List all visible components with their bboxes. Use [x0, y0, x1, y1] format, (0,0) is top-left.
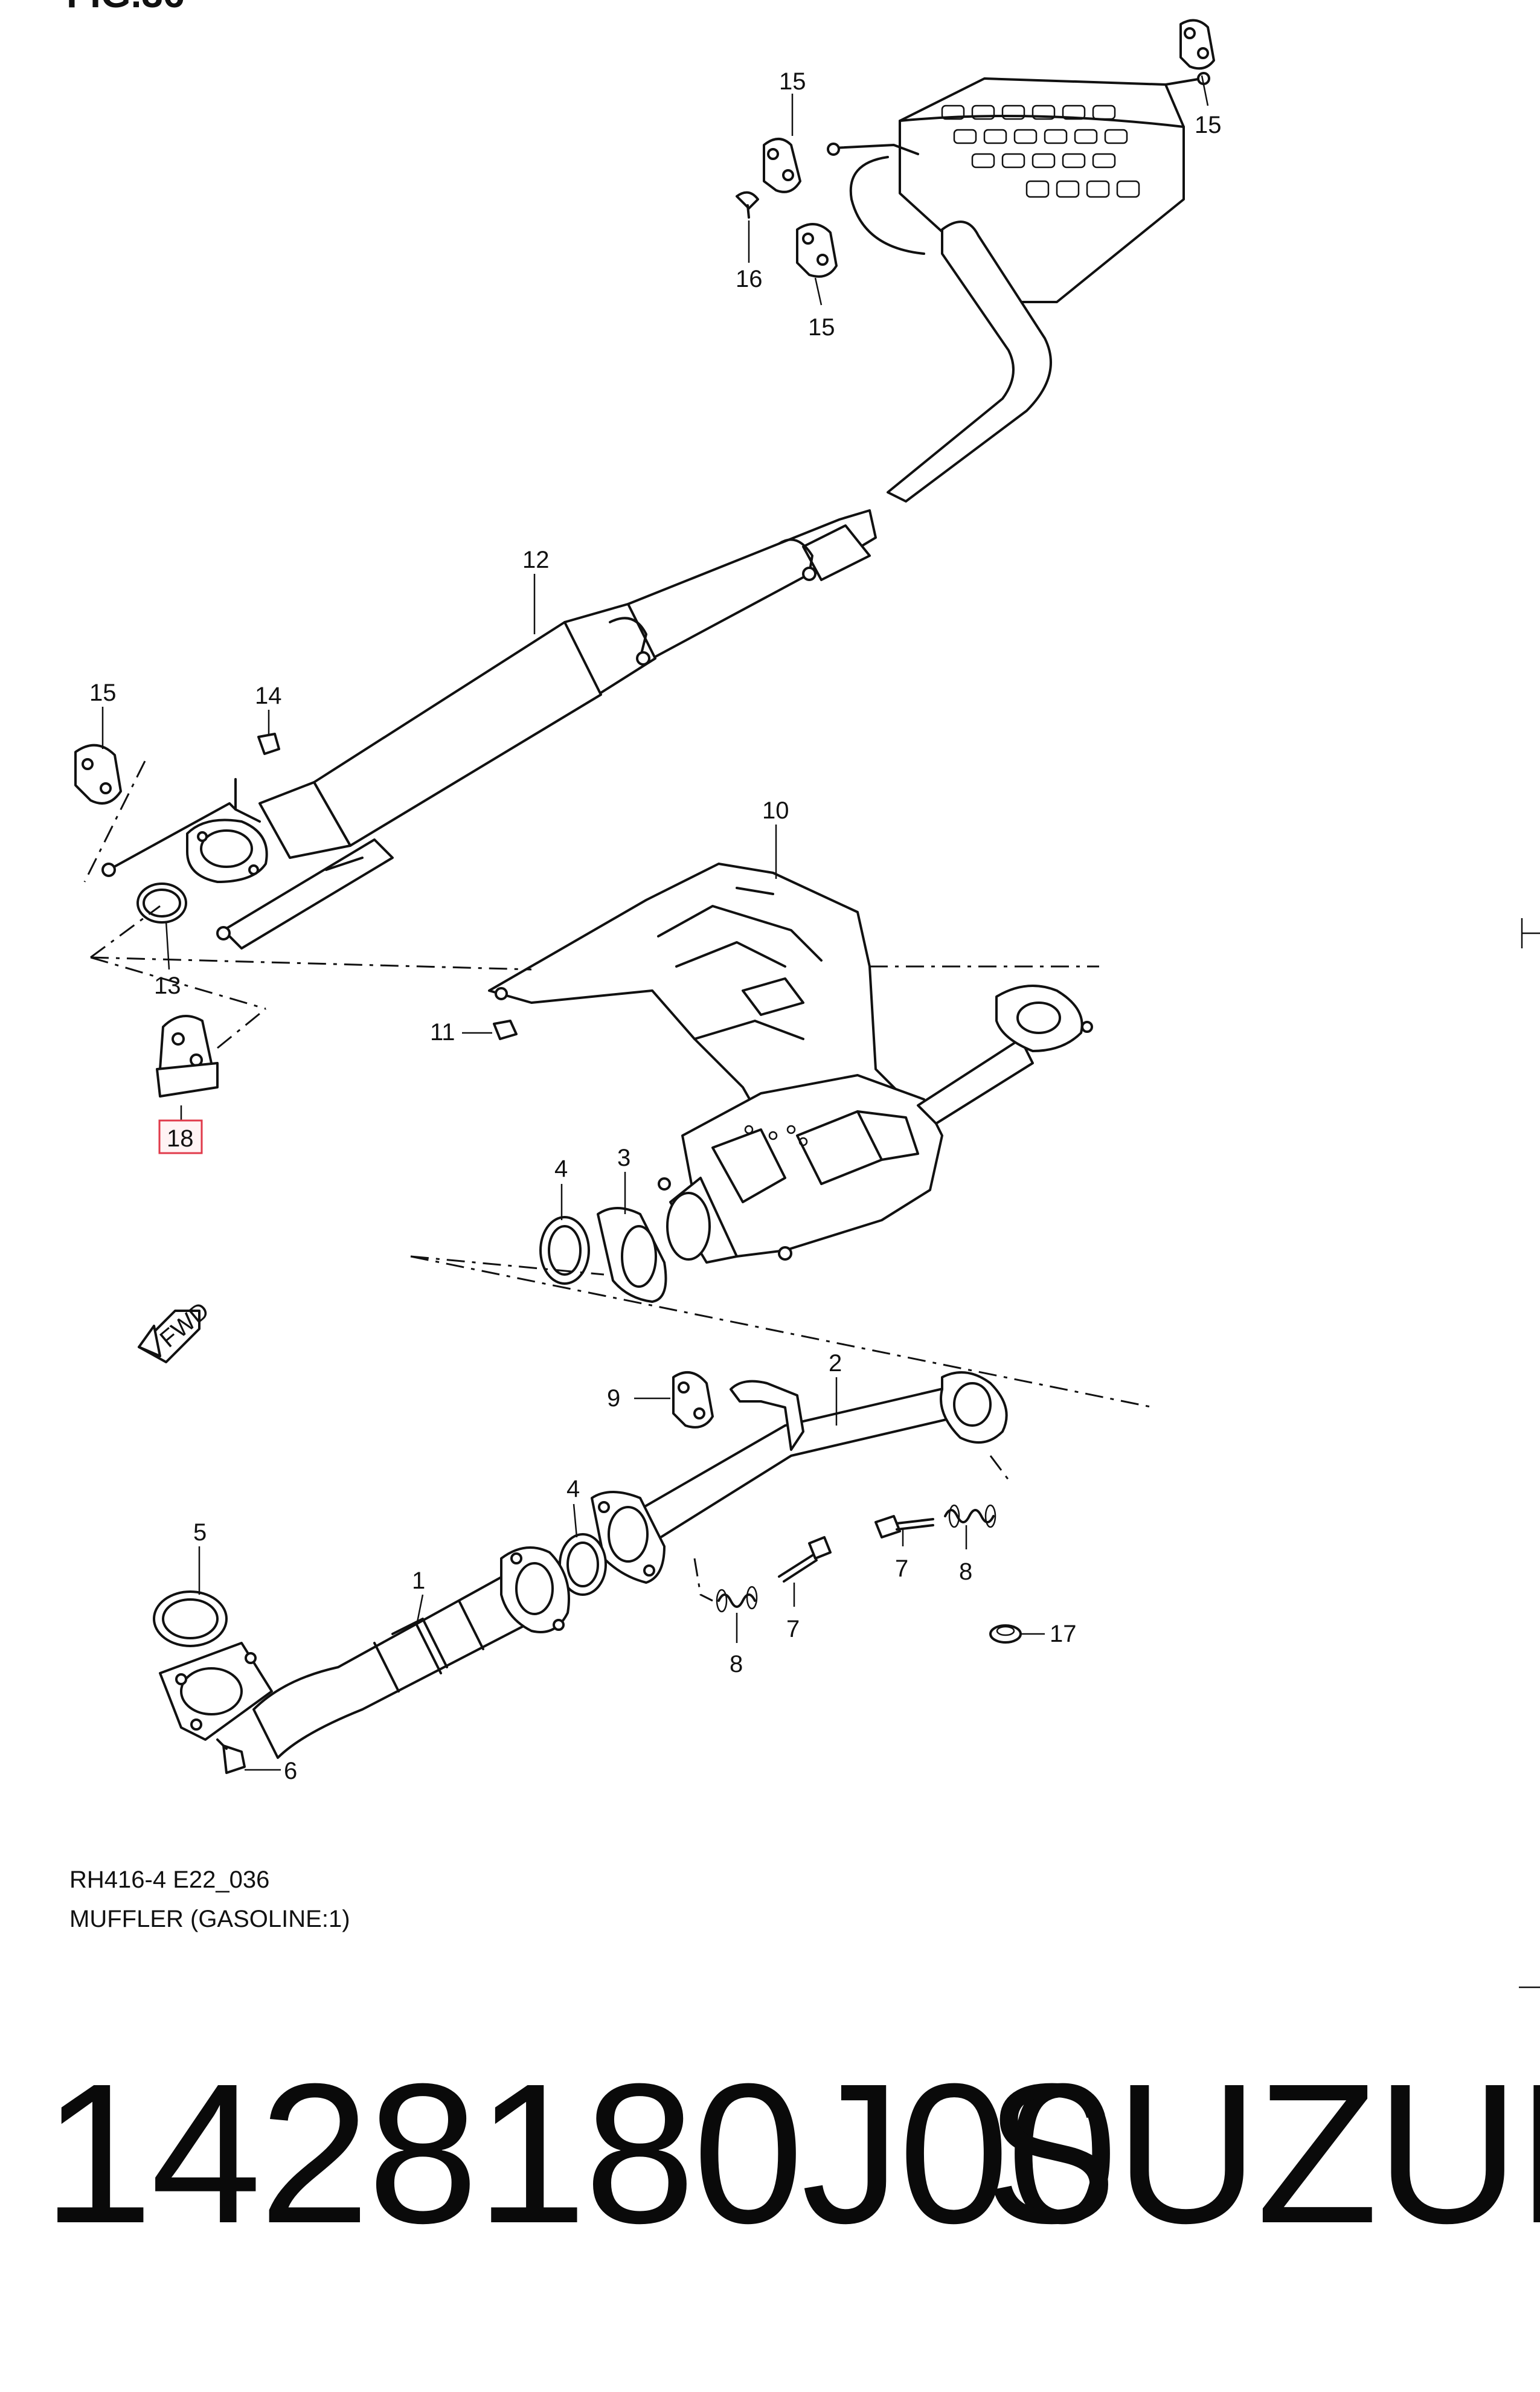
flange-2 [591, 1491, 666, 1584]
gasket-13 [90, 883, 266, 1010]
figure-title: FIG.36 [66, 0, 185, 16]
nut-14 [257, 733, 280, 755]
callout-labels: 15 15 16 15 12 15 14 10 13 11 18 4 3 9 2… [89, 68, 1222, 1784]
mount-bracket-18 [156, 1008, 266, 1098]
callout-label: 7 [786, 1616, 800, 1642]
callout-label: 12 [522, 547, 550, 573]
rubber-mount-15-top-right [1179, 19, 1215, 70]
callout-label: 13 [154, 973, 181, 999]
callout-label: 16 [736, 266, 763, 292]
callout-label: 4 [566, 1476, 580, 1502]
callout-label: 15 [89, 680, 117, 706]
callout-label: 3 [617, 1145, 630, 1171]
rubber-mount-15-top-center [763, 138, 801, 193]
rubber-mount-9 [672, 1371, 714, 1429]
callout-label: 8 [730, 1651, 743, 1677]
callout-label: 4 [554, 1156, 568, 1182]
brand-name: SUZUKI [984, 2042, 1540, 2265]
callout-label: 15 [1195, 112, 1222, 138]
callout-label: 2 [829, 1350, 842, 1377]
bolt-7-right [874, 1515, 934, 1538]
rear-muffler [827, 72, 1210, 503]
callout-label: 1 [412, 1567, 425, 1594]
callout-label: 14 [255, 683, 282, 709]
gasket-4-upper [539, 1216, 590, 1285]
callout-label: 9 [607, 1385, 620, 1412]
callout-label: 18 [167, 1125, 194, 1152]
diagram-drawing: FIG.36 [66, 0, 1540, 1989]
front-pipe-1 [159, 1546, 570, 1759]
gasket-5 [153, 1590, 228, 1647]
diagram-code: RH416-4 E22_036 [69, 1866, 269, 1893]
callout-label: 15 [808, 314, 835, 341]
callout-label: 8 [959, 1558, 972, 1585]
exploded-parts-diagram: FIG.36 [66, 0, 1540, 1989]
catalytic-converter-3 [658, 985, 1093, 1264]
spring-8-right [944, 1504, 996, 1528]
spring-8-left [716, 1586, 758, 1613]
highlight-box [158, 1119, 203, 1154]
gasket-4-lower [559, 1533, 607, 1596]
cap-17 [989, 1624, 1022, 1644]
part-number: 1428180J00 [42, 2042, 1118, 2265]
nut-11 [493, 1020, 518, 1040]
bolt-6 [216, 1738, 246, 1774]
callout-leaders [101, 75, 1209, 1771]
callout-label: 7 [895, 1555, 908, 1582]
callout-label: 15 [779, 68, 806, 95]
diagram-name: MUFFLER (GASOLINE:1) [69, 1906, 350, 1932]
callout-label: 10 [762, 797, 789, 824]
highlighted-callout-18[interactable]: 18 [158, 1119, 203, 1154]
forward-arrow-icon: FWD [138, 1297, 214, 1363]
flange-3 [597, 1207, 667, 1303]
center-pipe-12 [101, 509, 877, 950]
callout-label: 6 [284, 1758, 297, 1784]
callout-label: 5 [193, 1519, 207, 1546]
muffler-dimples [941, 104, 1140, 198]
rubber-mount-15-mid [796, 223, 838, 278]
callout-label: 17 [1050, 1621, 1077, 1647]
middle-pipe-2 [627, 1371, 1010, 1548]
rubber-mount-15-left [74, 744, 146, 883]
bolt-7-left [778, 1536, 832, 1583]
clip-16 [736, 191, 759, 219]
callout-label: 11 [430, 1019, 455, 1046]
